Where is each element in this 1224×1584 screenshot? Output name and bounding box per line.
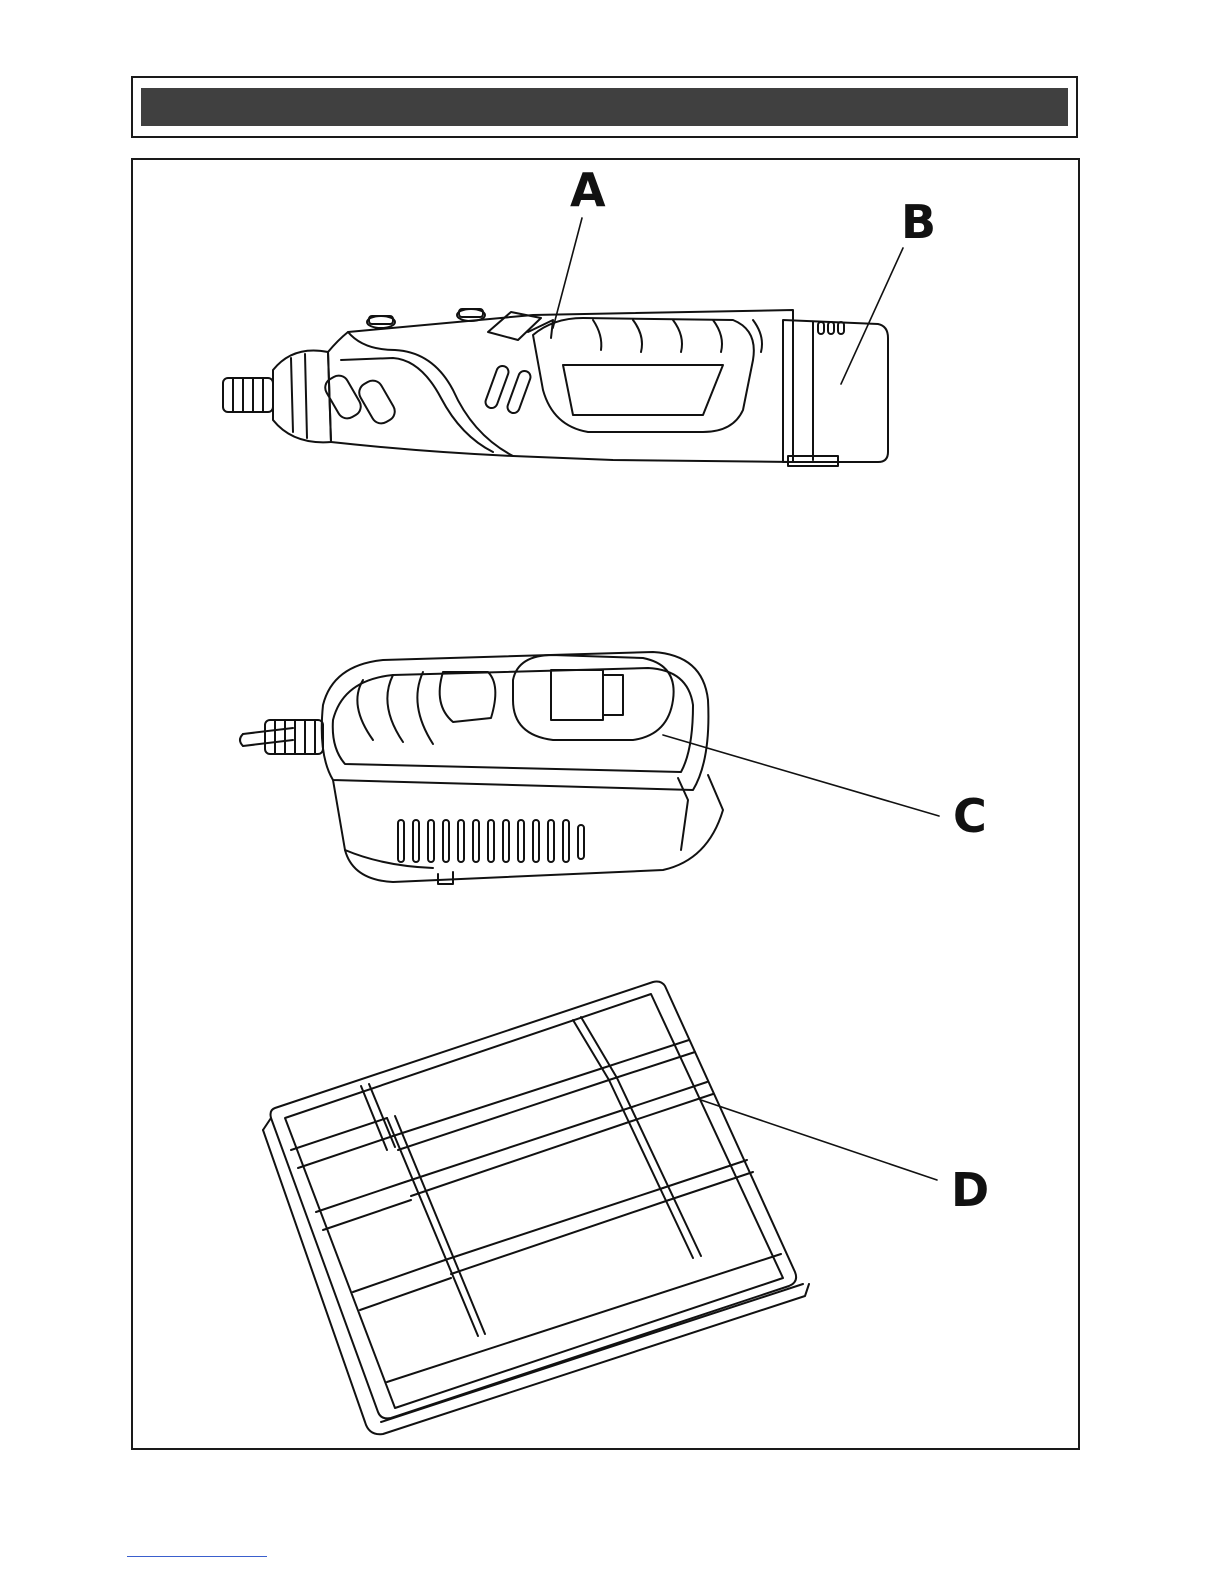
footer-rule bbox=[127, 1556, 267, 1557]
rotary-tool-icon bbox=[223, 218, 903, 466]
diagram-panel: A B C D bbox=[131, 158, 1080, 1450]
header-frame bbox=[131, 76, 1078, 138]
callout-c-label: C bbox=[953, 789, 987, 843]
callout-b-label: B bbox=[901, 195, 936, 249]
charger-icon bbox=[240, 652, 939, 884]
callout-d-label: D bbox=[951, 1163, 989, 1217]
parts-diagram: A B C D bbox=[133, 160, 1078, 1448]
header-bar bbox=[141, 88, 1068, 126]
storage-case-icon bbox=[263, 982, 937, 1435]
callout-a-label: A bbox=[570, 163, 606, 217]
